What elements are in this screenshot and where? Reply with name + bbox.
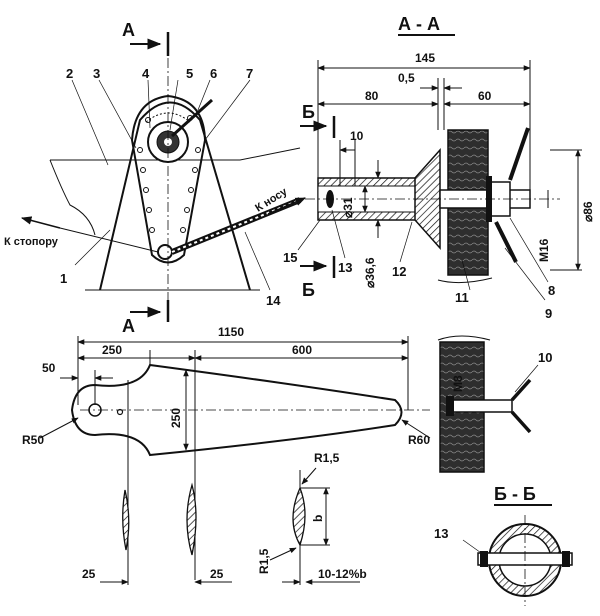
callout-15: 15 <box>283 250 297 265</box>
lever-outline <box>70 363 403 457</box>
dim-600: 600 <box>292 343 312 357</box>
profile-2 <box>186 482 197 556</box>
dim-80: 80 <box>365 89 379 103</box>
dim-r50: R50 <box>22 433 44 447</box>
wing-lever-upper <box>508 127 530 181</box>
dim-d36-6: ⌀36,6 <box>363 257 377 288</box>
break-line-bottom <box>437 277 493 284</box>
dim-r60: R60 <box>408 433 430 447</box>
dim-0-5: 0,5 <box>398 71 415 85</box>
profile-1 <box>122 489 130 551</box>
dim-d86: ⌀86 <box>581 201 595 222</box>
callout-4: 4 <box>142 66 150 81</box>
to-stopper-arrow <box>20 216 61 229</box>
dim-25-left: 25 <box>82 567 96 581</box>
section-aa-view: А - А <box>283 14 595 473</box>
label-k-stoporu: К стопору <box>4 236 59 248</box>
hull-left-edge <box>49 159 96 236</box>
dim-250v: 250 <box>169 408 183 428</box>
callout-13-bb: 13 <box>434 526 448 541</box>
bolt-m8 <box>451 399 513 413</box>
dim-r1-5-top: R1,5 <box>314 451 340 465</box>
callout-8: 8 <box>548 283 555 298</box>
dim-145: 145 <box>415 51 435 65</box>
dim-250: 250 <box>102 343 122 357</box>
cut-a-top-label: А <box>122 20 135 40</box>
callout-6: 6 <box>210 66 217 81</box>
dim-50: 50 <box>42 361 56 375</box>
callout-12: 12 <box>392 264 406 279</box>
wing-nut <box>510 378 532 434</box>
section-bb-view: Б - Б 13 <box>434 484 573 606</box>
to-nose-arrow <box>267 197 306 215</box>
dim-60: 60 <box>478 89 492 103</box>
callout-7: 7 <box>246 66 253 81</box>
dim-1150: 1150 <box>218 325 244 339</box>
callout-14: 14 <box>266 293 281 308</box>
section-bb-title: Б - Б <box>494 484 536 504</box>
cut-a-bottom-label: А <box>122 316 135 336</box>
callout-13: 13 <box>338 260 352 275</box>
dim-m8: М8 <box>451 375 465 392</box>
wing-lever-lower <box>494 221 518 263</box>
bolt-head <box>446 396 454 416</box>
hub-bore <box>164 138 172 146</box>
dim-r1-5-bottom: R1,5 <box>257 548 271 574</box>
dim-10: 10 <box>350 129 364 143</box>
dim-d31: ⌀31 <box>341 197 355 218</box>
lower-pulley <box>157 244 173 260</box>
callout-5: 5 <box>186 66 193 81</box>
callout-1: 1 <box>60 271 67 286</box>
lever-plan-view: 1150 250 600 50 250 R50 R60 R1,5 R1,5 b … <box>22 325 430 585</box>
dim-b: b <box>311 515 325 522</box>
bracket-plate <box>99 101 251 291</box>
dim-10-12b: 10-12%b <box>318 567 367 581</box>
callout-11: 11 <box>455 290 469 305</box>
dim-m16: М16 <box>537 238 551 262</box>
hull-top-line <box>50 147 301 161</box>
callout-9: 9 <box>545 306 552 321</box>
callout-2: 2 <box>66 66 73 81</box>
break-line-top <box>437 335 491 341</box>
front-view: 2 3 4 5 6 7 1 14 К стопору К носу А А <box>4 20 306 336</box>
profile-3 <box>292 486 306 547</box>
section-aa-title: А - А <box>398 14 440 34</box>
cut-b-bottom-label: Б <box>302 280 315 300</box>
cut-b-top-label: Б <box>302 102 315 122</box>
stopper-cable <box>59 227 159 253</box>
lever-plate <box>130 94 207 264</box>
clamp-handle <box>170 98 214 138</box>
dim-25-right: 25 <box>210 567 224 581</box>
callout-3: 3 <box>93 66 100 81</box>
callout-10: 10 <box>538 350 552 365</box>
